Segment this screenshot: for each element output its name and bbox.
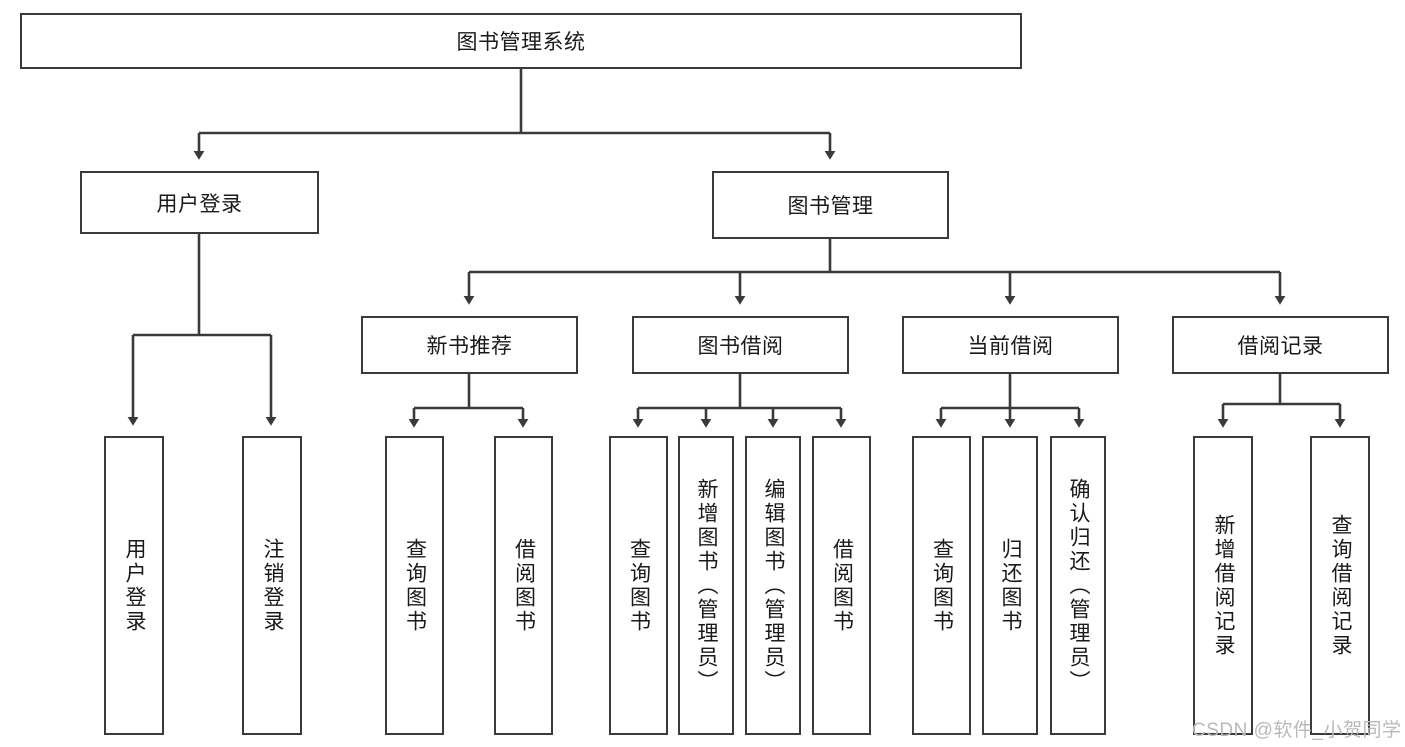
node-root-label: 图书管理系统 xyxy=(456,31,586,54)
leaf-query-book-1-label: 查询图书 xyxy=(403,537,427,634)
leaf-query-book-3-label: 查询图书 xyxy=(930,537,954,634)
node-current-borrow[interactable]: 当前借阅 xyxy=(902,316,1119,374)
leaf-borrow-book-2-label: 借阅图书 xyxy=(830,537,854,634)
leaf-logout[interactable]: 注销登录 xyxy=(242,436,302,735)
node-user-login[interactable]: 用户登录 xyxy=(80,171,319,234)
leaf-borrow-book-1-label: 借阅图书 xyxy=(512,537,536,634)
leaf-return-book-label: 归还图书 xyxy=(999,537,1023,634)
leaf-add-record-label: 新增借阅记录 xyxy=(1212,513,1236,658)
node-new-book-recommend-label: 新书推荐 xyxy=(426,335,513,358)
leaf-user-login-label: 用户登录 xyxy=(123,537,147,634)
leaf-query-record-label: 查询借阅记录 xyxy=(1329,513,1353,658)
leaf-edit-book-admin-label: 编辑图书（管理员） xyxy=(762,477,786,694)
node-book-borrow-label: 图书借阅 xyxy=(697,335,784,358)
leaf-confirm-return-admin-label: 确认归还（管理员） xyxy=(1067,477,1091,694)
leaf-add-book-admin[interactable]: 新增图书（管理员） xyxy=(678,436,734,735)
leaf-logout-label: 注销登录 xyxy=(261,537,285,634)
leaf-query-book-1[interactable]: 查询图书 xyxy=(385,436,444,735)
leaf-edit-book-admin[interactable]: 编辑图书（管理员） xyxy=(745,436,801,735)
leaf-query-book-2-label: 查询图书 xyxy=(627,537,651,634)
node-borrow-record[interactable]: 借阅记录 xyxy=(1172,316,1389,374)
leaf-query-record[interactable]: 查询借阅记录 xyxy=(1310,436,1370,735)
leaf-confirm-return-admin[interactable]: 确认归还（管理员） xyxy=(1050,436,1106,735)
leaf-query-book-3[interactable]: 查询图书 xyxy=(912,436,971,735)
node-root[interactable]: 图书管理系统 xyxy=(20,13,1022,69)
node-new-book-recommend[interactable]: 新书推荐 xyxy=(361,316,578,374)
node-book-manage-label: 图书管理 xyxy=(787,195,874,218)
leaf-query-book-2[interactable]: 查询图书 xyxy=(609,436,668,735)
csdn-watermark: CSDN @软件_小贺同学 xyxy=(1192,720,1402,741)
leaf-borrow-book-2[interactable]: 借阅图书 xyxy=(812,436,871,735)
node-borrow-record-label: 借阅记录 xyxy=(1237,335,1324,358)
node-book-borrow[interactable]: 图书借阅 xyxy=(632,316,849,374)
leaf-user-login[interactable]: 用户登录 xyxy=(104,436,164,735)
node-current-borrow-label: 当前借阅 xyxy=(967,335,1054,358)
leaf-add-record[interactable]: 新增借阅记录 xyxy=(1193,436,1253,735)
leaf-return-book[interactable]: 归还图书 xyxy=(982,436,1038,735)
leaf-borrow-book-1[interactable]: 借阅图书 xyxy=(494,436,553,735)
leaf-add-book-admin-label: 新增图书（管理员） xyxy=(695,477,719,694)
node-book-manage[interactable]: 图书管理 xyxy=(712,171,949,239)
node-user-login-label: 用户登录 xyxy=(156,192,243,216)
